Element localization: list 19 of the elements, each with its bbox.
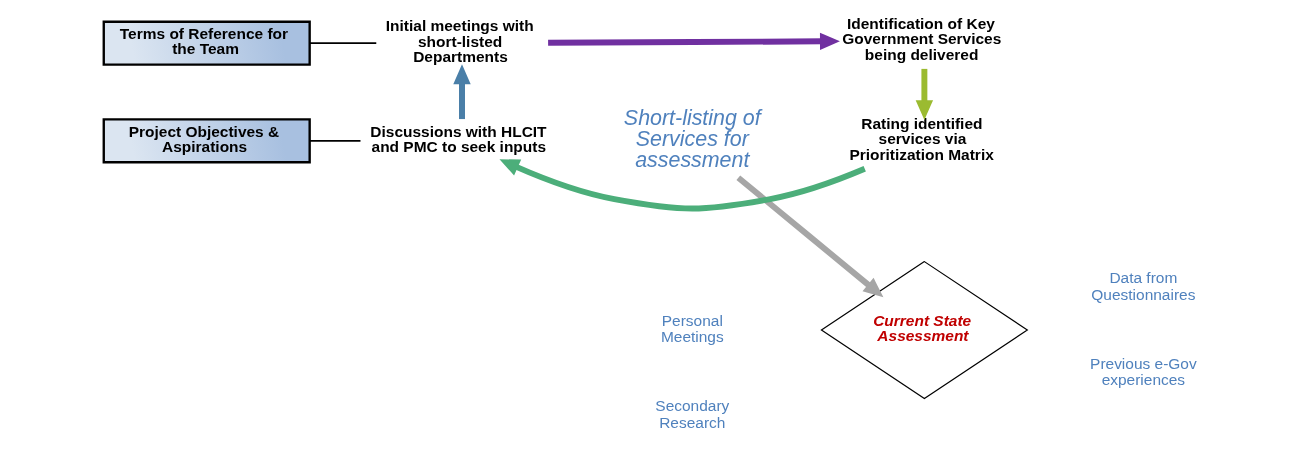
node-text: Initial meetings with short-listed Departments	[385, 17, 534, 66]
arrow	[453, 64, 471, 120]
arrow	[499, 159, 866, 212]
connector	[308, 139, 362, 142]
node-label: Personal Meetings	[660, 311, 724, 346]
node-text: Identification of Key Government Services being delivered	[842, 14, 1002, 63]
node-label: Previous e-Gov experiences	[1090, 354, 1197, 389]
node-box: Terms of Reference for the Team	[102, 20, 311, 66]
node-diamond: Current State Assessment	[820, 260, 1029, 400]
node-label: Secondary Research	[655, 397, 730, 432]
node-text: Rating identified services via Prioritization Matrix	[849, 114, 994, 163]
arrow	[548, 32, 840, 51]
node-text: Short-listing of Services for assessment	[623, 105, 761, 173]
node-box: Project Objectives & Aspirations	[102, 118, 311, 164]
node-label: Data from Questionnaires	[1091, 268, 1196, 303]
arrow	[736, 175, 884, 298]
node-text: Discussions with HLCIT and PMC to seek inputs	[370, 122, 547, 155]
arrow	[915, 68, 934, 121]
connector	[308, 42, 378, 45]
